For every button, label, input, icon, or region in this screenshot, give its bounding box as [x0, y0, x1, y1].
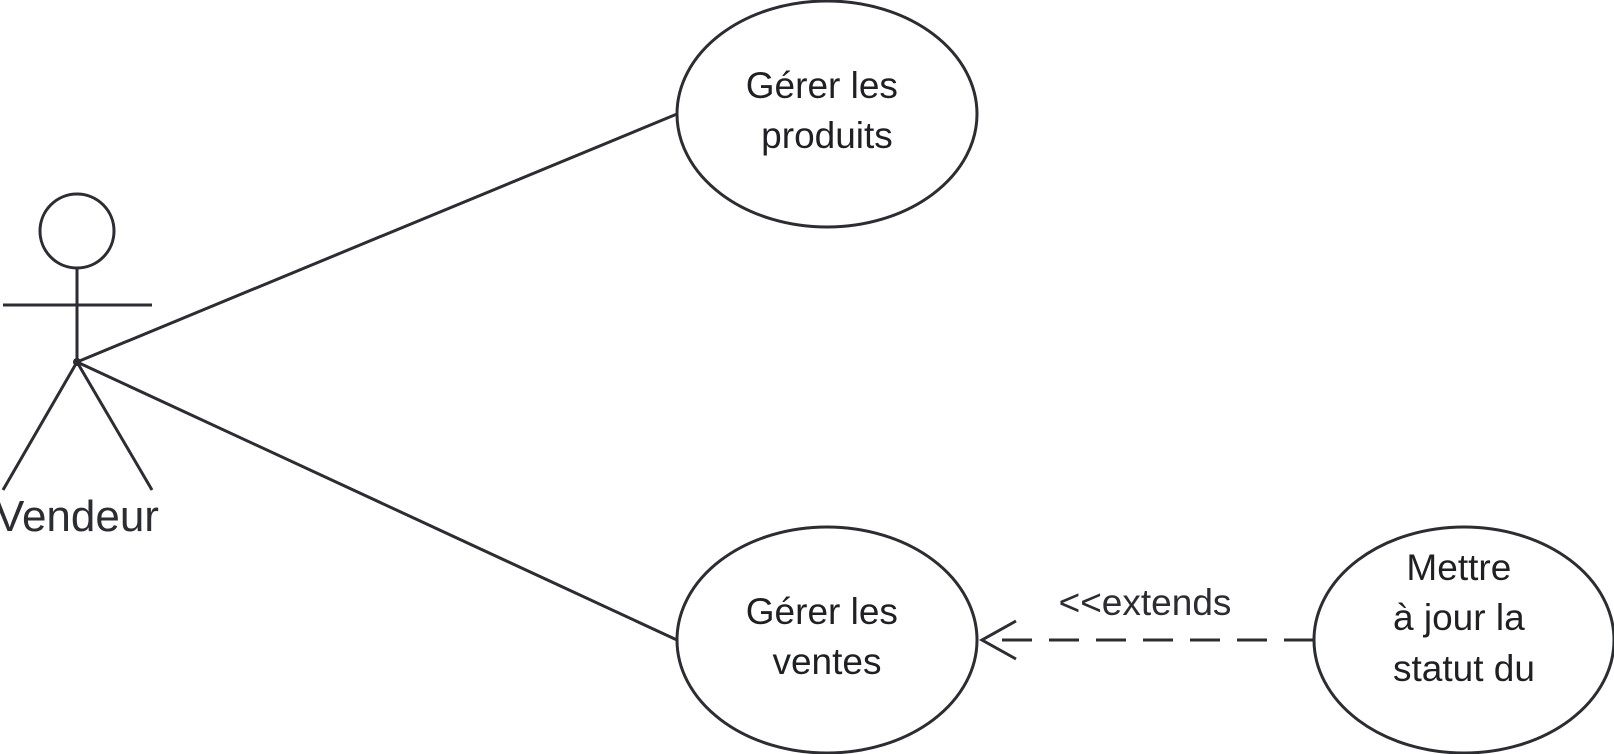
use-case-gerer-produits: Gérer les produits: [675, 0, 979, 229]
association-ventes: [76, 360, 678, 642]
use-case-label: Gérer les: [746, 65, 898, 106]
actor-label: Vendeur: [0, 492, 159, 541]
use-case-label: produits: [761, 115, 893, 156]
svg-text:Gérer les ventes: Gérer les ventes: [746, 591, 908, 682]
actor-right-leg: [75, 361, 154, 491]
extend-arrowhead: [978, 619, 1017, 661]
use-case-label: Gérer les: [746, 591, 898, 632]
use-case-mettre-a-jour-statut: Mettre à jour la statut du: [1312, 525, 1614, 754]
actor-left-leg: [1, 361, 79, 491]
use-case-label: ventes: [772, 641, 881, 682]
use-case-label: statut du: [1393, 648, 1535, 689]
svg-text:Gérer les produits: Gérer les produits: [746, 65, 908, 156]
use-case-gerer-ventes: Gérer les ventes: [675, 525, 979, 754]
actor-vendeur: Vendeur: [0, 192, 159, 541]
extend-relationship: <<extends: [978, 582, 1314, 661]
actor-head: [38, 192, 116, 270]
extend-label: <<extends: [1059, 582, 1232, 623]
use-case-label: à jour la: [1393, 597, 1525, 638]
use-case-label: Mettre: [1406, 547, 1511, 588]
association-produits: [76, 112, 678, 364]
svg-text:Mettre à jour la s: Mettre à jour la statut du: [1393, 547, 1535, 689]
